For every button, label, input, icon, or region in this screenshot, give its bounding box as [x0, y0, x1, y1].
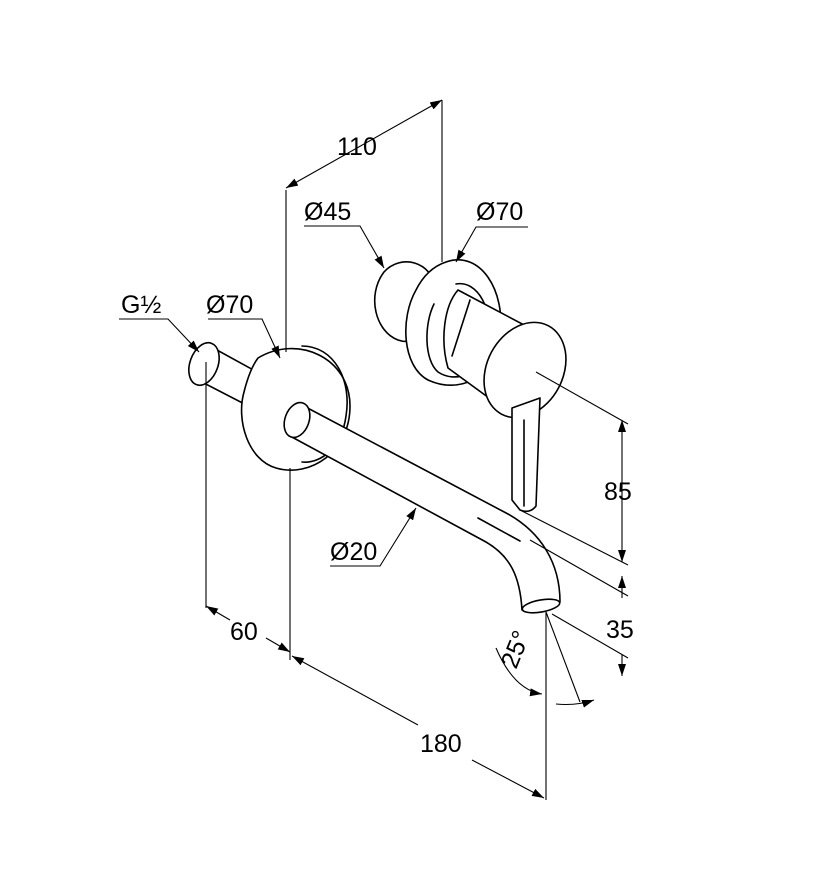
dimension-180-label: 180	[420, 730, 462, 758]
dimension-60	[205, 362, 291, 660]
dimension-85	[519, 371, 629, 566]
spout	[188, 341, 561, 614]
dimension-180	[291, 655, 545, 799]
dia-45-label: Ø45	[304, 198, 351, 226]
dia-70-spout-label: Ø70	[206, 291, 253, 319]
dimension-35-label: 35	[606, 616, 634, 644]
dimension-35	[529, 539, 629, 676]
angle-25	[495, 611, 595, 800]
spout-thread-end	[188, 341, 220, 387]
spout-pipe-end	[283, 401, 311, 439]
leader-thread	[119, 318, 200, 353]
dimension-85-label: 85	[604, 478, 632, 506]
mixer-body	[374, 259, 567, 513]
dimension-110	[285, 99, 443, 352]
leader-dia-20	[330, 507, 417, 567]
spout-rosette-inner	[301, 345, 348, 463]
leader-dia-45	[304, 225, 385, 269]
dimension-110-label: 110	[337, 133, 377, 161]
dimension-60-label: 60	[230, 618, 258, 646]
leader-dia-70-mixer	[455, 226, 528, 263]
mixer-lever	[511, 397, 541, 513]
thread-label: G½	[121, 291, 161, 319]
mixer-shading-line	[451, 299, 471, 357]
leader-dia-70-spout	[208, 318, 281, 359]
mixer-handle-cap	[483, 321, 567, 419]
spout-highlight	[477, 517, 521, 542]
dia-70-mixer-label: Ø70	[476, 198, 523, 226]
spout-outlet	[521, 598, 561, 614]
angle-25-label: 25°	[496, 627, 536, 673]
dia-20-label: Ø20	[330, 538, 377, 566]
